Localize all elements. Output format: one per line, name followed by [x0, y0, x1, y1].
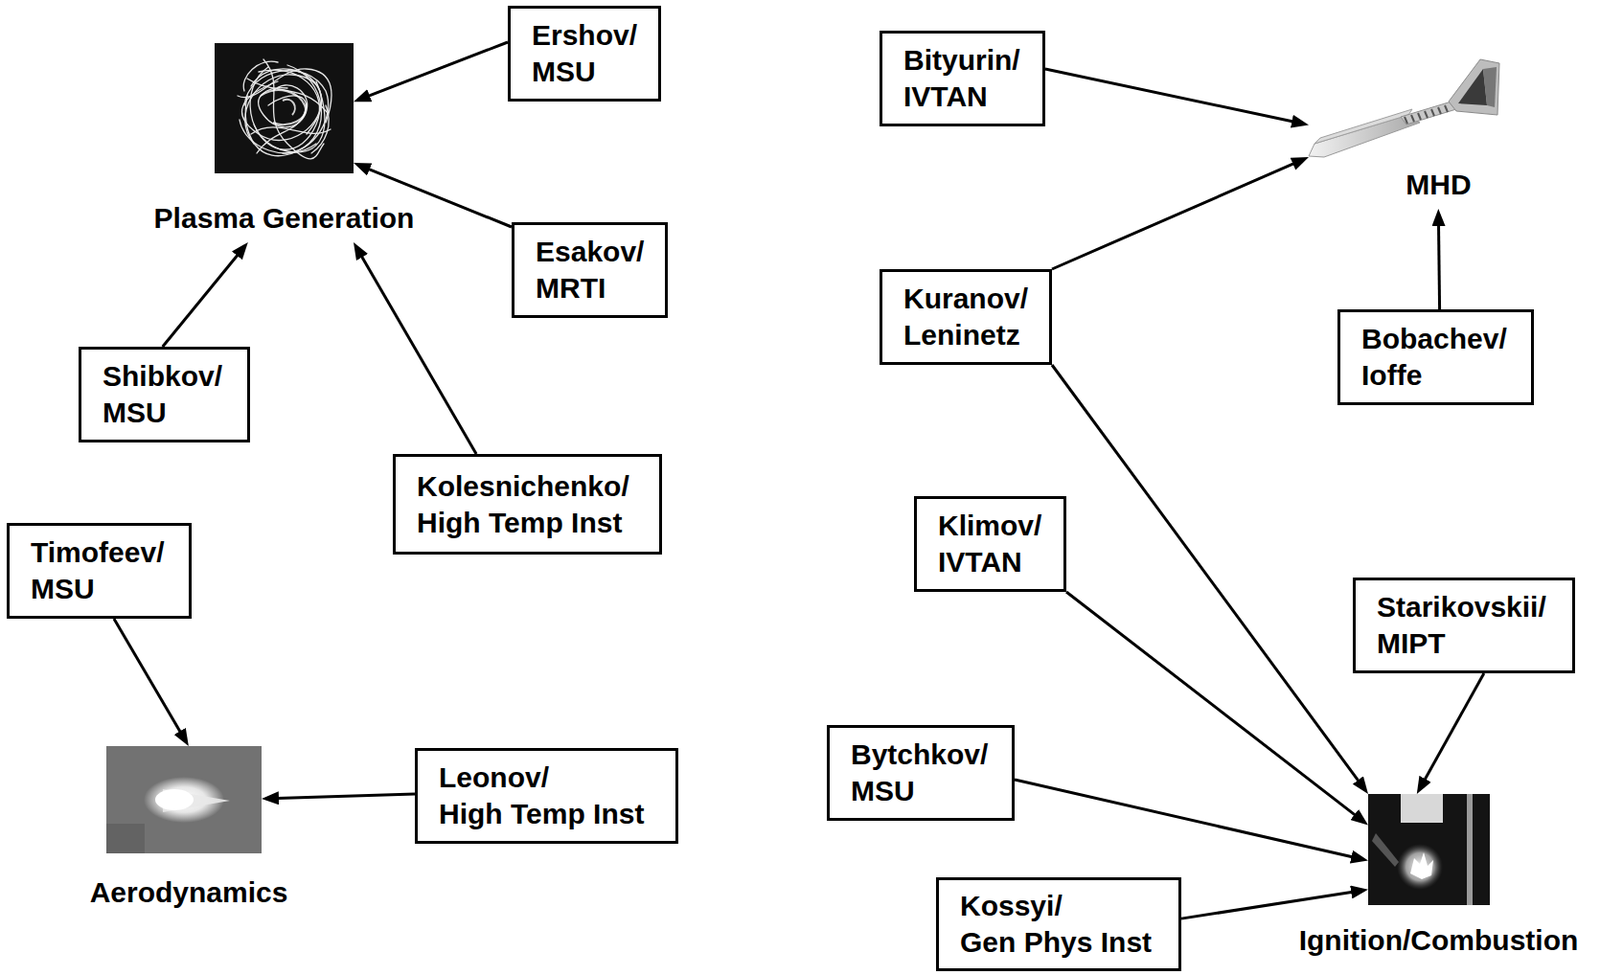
text-line: MSU — [531, 53, 640, 91]
name-label: Bytchkov/ MSU — [850, 736, 993, 810]
name-label: Leonov/ High Temp Inst — [438, 759, 657, 833]
topic-node: Ignition/Combustion — [1368, 794, 1490, 965]
text-line: IVTAN — [903, 78, 1024, 115]
plasma-photo — [214, 43, 354, 174]
topic-caption: Aerodynamics — [90, 874, 289, 912]
text-line: Kolesnichenko/ — [416, 468, 640, 505]
text-line: IVTAN — [937, 544, 1045, 581]
arrow-connector — [1066, 592, 1363, 822]
topic-caption: Plasma Generation — [154, 200, 415, 237]
name-label: Bobachev/ Ioffe — [1361, 320, 1512, 394]
text-line: MIPT — [1376, 625, 1554, 663]
person-box: Starikovskii/ MIPT — [1352, 577, 1576, 674]
text-line: Leninetz — [903, 317, 1030, 354]
topic-caption: Ignition/Combustion — [1299, 922, 1579, 960]
ignition-photo — [1368, 794, 1490, 906]
topic-node: Plasma Generation — [214, 43, 354, 243]
text-line: Esakov/ — [535, 233, 646, 271]
arrow-connector — [1045, 68, 1302, 124]
text-line: High Temp Inst — [438, 796, 657, 833]
person-box: Bytchkov/ MSU — [826, 725, 1015, 822]
arrow-connector — [162, 248, 244, 347]
person-box: Bityurin/ IVTAN — [879, 30, 1046, 127]
text-line: MSU — [102, 394, 229, 432]
name-label: Kossyi/ Gen Phys Inst — [960, 888, 1160, 961]
arrow-connector — [1051, 160, 1303, 270]
person-box: Klimov/ IVTAN — [914, 496, 1067, 593]
person-box: Ershov/ MSU — [507, 5, 662, 102]
photo-ground — [214, 43, 354, 174]
topic-node: Aerodynamics — [106, 746, 262, 917]
person-box: Esakov/ MRTI — [511, 222, 668, 319]
arrow-connector — [1181, 891, 1361, 919]
arrow-connector — [1420, 673, 1485, 788]
person-box: Bobachev/ Ioffe — [1337, 309, 1534, 406]
arrow-connector — [114, 618, 185, 740]
name-label: Ershov/ MSU — [531, 17, 640, 91]
arrow-connector — [357, 249, 477, 455]
person-box: Shibkov/ MSU — [78, 346, 251, 443]
text-line: MSU — [30, 571, 170, 608]
text-line: Timofeev/ — [30, 534, 170, 572]
text-line: Leonov/ — [438, 759, 657, 797]
name-label: Kuranov/ Leninetz — [903, 280, 1030, 354]
text-line: Shibkov/ — [102, 358, 229, 395]
arrow-connector — [1438, 216, 1440, 310]
text-line: Bobachev/ — [1361, 320, 1512, 358]
person-box: Kuranov/ Leninetz — [879, 269, 1052, 366]
person-box: Leonov/ High Temp Inst — [414, 748, 679, 845]
text-line: Ioffe — [1361, 357, 1512, 394]
text-line: Ershov/ — [531, 17, 640, 54]
topic-node: MHD — [1308, 56, 1500, 209]
name-label: Klimov/ IVTAN — [937, 507, 1045, 581]
name-label: Starikovskii/ MIPT — [1376, 589, 1554, 663]
text-line: MRTI — [535, 270, 646, 307]
text-line: Kossyi/ — [960, 888, 1160, 925]
arrow-connector — [1051, 365, 1364, 789]
topic-caption: MHD — [1405, 166, 1471, 204]
name-label: Esakov/ MRTI — [535, 233, 646, 307]
text-line: Bityurin/ — [903, 42, 1024, 79]
text-line: Kuranov/ — [903, 280, 1030, 318]
text-line: Klimov/ — [937, 507, 1045, 545]
plasma-filaments — [237, 59, 332, 160]
name-label: Timofeev/ MSU — [30, 534, 170, 608]
text-line: Gen Phys Inst — [960, 924, 1160, 961]
mhd-channel-sketch — [1308, 59, 1500, 158]
name-label: Shibkov/ MSU — [102, 358, 229, 432]
text-line: MSU — [850, 773, 993, 810]
name-label: Bityurin/ IVTAN — [903, 42, 1024, 115]
text-line: Bytchkov/ — [850, 736, 993, 774]
person-box: Timofeev/ MSU — [6, 523, 192, 619]
aerodynamics-photo — [106, 746, 262, 854]
text-line: Starikovskii/ — [1376, 589, 1554, 626]
person-box: Kossyi/ Gen Phys Inst — [936, 877, 1182, 972]
arrow-connector — [360, 42, 508, 99]
text-line: High Temp Inst — [416, 504, 640, 542]
arrow-connector — [269, 794, 415, 800]
person-box: Kolesnichenko/ High Temp Inst — [392, 454, 663, 555]
name-label: Kolesnichenko/ High Temp Inst — [416, 468, 640, 542]
arrow-connector — [1014, 779, 1361, 860]
